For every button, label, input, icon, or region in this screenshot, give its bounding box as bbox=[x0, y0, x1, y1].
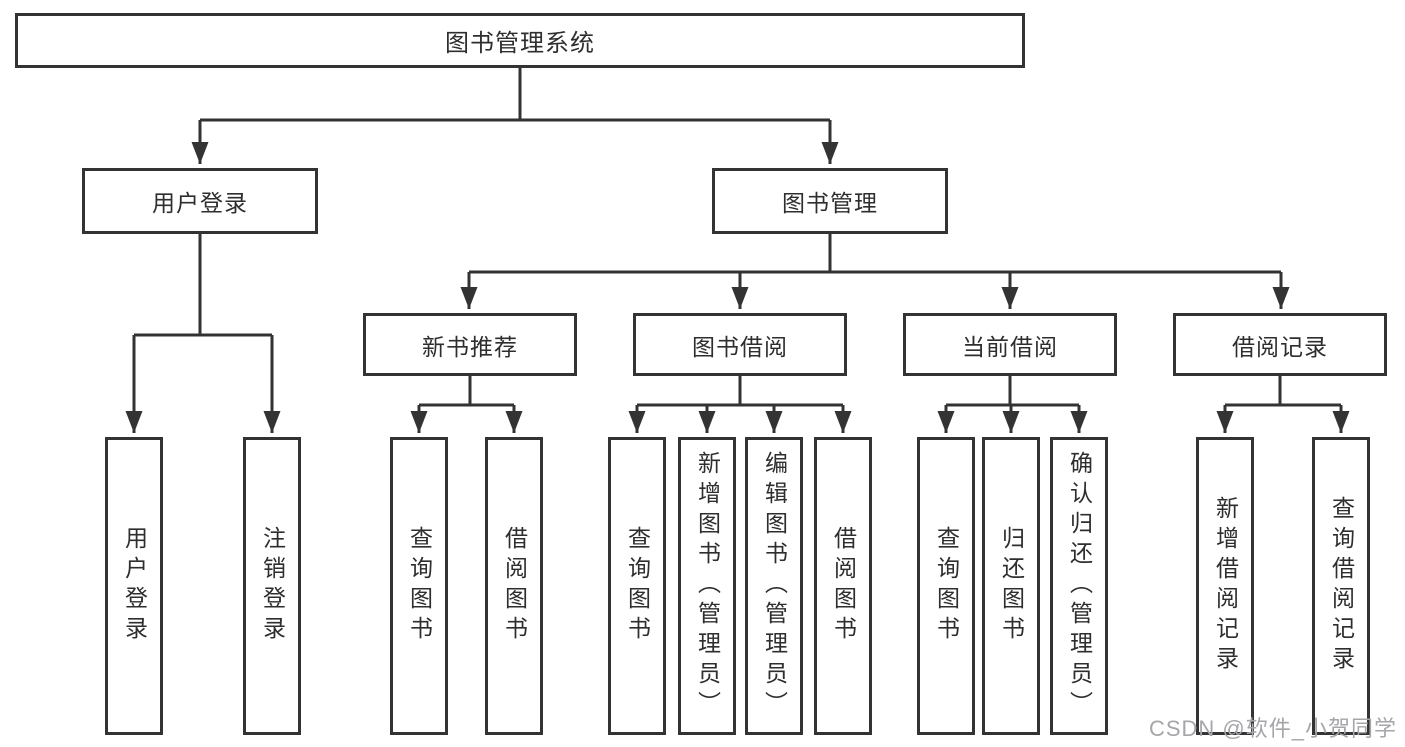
leaf-current-query-books: 查询图书 bbox=[917, 437, 975, 735]
csdn-watermark: CSDN @软件_小贺同学 bbox=[1148, 716, 1397, 741]
leaf-recommend-borrow-books: 借阅图书 bbox=[485, 437, 543, 735]
leaf-confirm-return-admin: 确认归还（管理员） bbox=[1050, 437, 1108, 735]
leaf-borrow-query-books: 查询图书 bbox=[608, 437, 666, 735]
node-new-book-recommend: 新书推荐 bbox=[363, 313, 577, 376]
leaf-user-login: 用户登录 bbox=[105, 437, 163, 735]
leaf-add-books-admin: 新增图书（管理员） bbox=[678, 437, 736, 735]
node-book-borrow: 图书借阅 bbox=[633, 313, 847, 376]
leaf-borrow-books: 借阅图书 bbox=[814, 437, 872, 735]
node-current-borrow: 当前借阅 bbox=[903, 313, 1117, 376]
node-borrow-records: 借阅记录 bbox=[1173, 313, 1387, 376]
leaf-edit-books-admin: 编辑图书（管理员） bbox=[745, 437, 803, 735]
leaf-add-borrow-record: 新增借阅记录 bbox=[1196, 437, 1254, 735]
node-root: 图书管理系统 bbox=[15, 13, 1025, 68]
node-user-login: 用户登录 bbox=[82, 168, 318, 234]
arrow-lines bbox=[125, 120, 1350, 433]
leaf-return-books: 归还图书 bbox=[982, 437, 1040, 735]
node-book-management: 图书管理 bbox=[712, 168, 948, 234]
leaf-logout: 注销登录 bbox=[243, 437, 301, 735]
leaf-recommend-query-books: 查询图书 bbox=[390, 437, 448, 735]
leaf-query-borrow-record: 查询借阅记录 bbox=[1312, 437, 1370, 735]
